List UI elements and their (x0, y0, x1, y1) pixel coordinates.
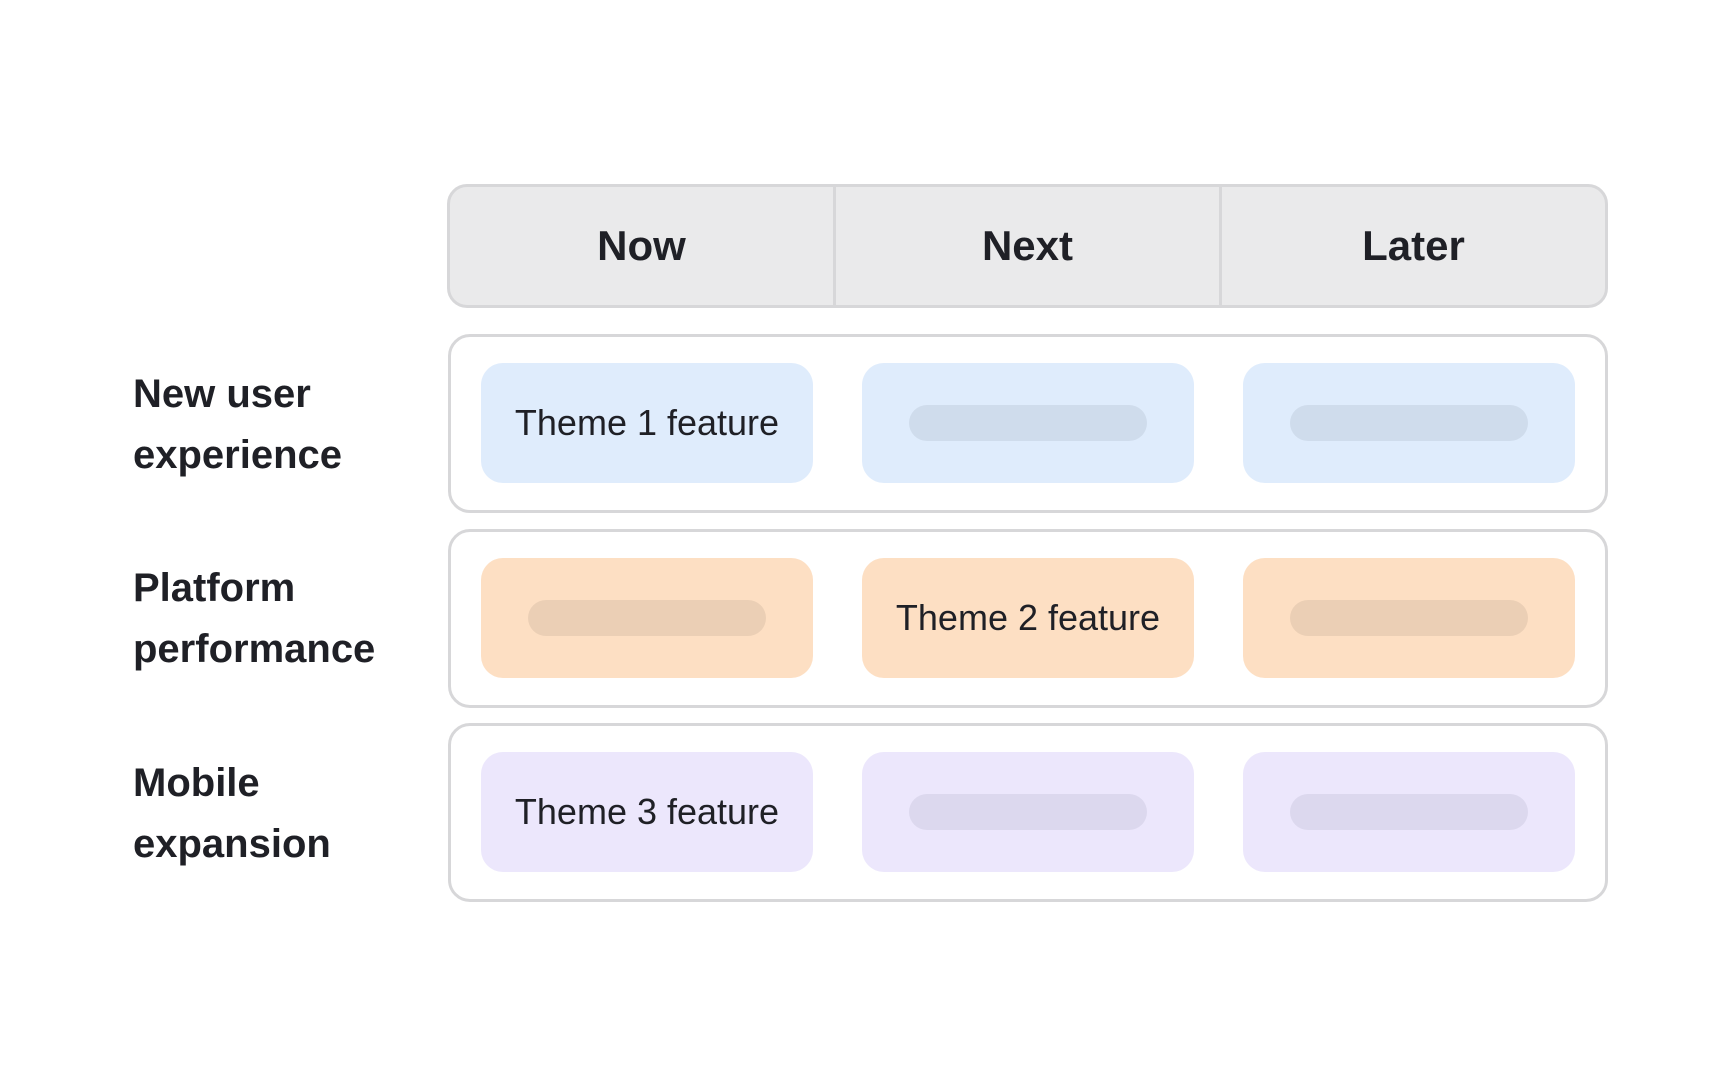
feature-card-next[interactable] (862, 363, 1194, 483)
row-label-line: experience (133, 433, 343, 477)
row-label-platform-performance: Platform performance (133, 558, 375, 680)
placeholder-bar (1290, 600, 1528, 636)
row-label-mobile-expansion: Mobile expansion (133, 753, 331, 875)
column-later: Later (1219, 187, 1605, 305)
placeholder-bar (528, 600, 766, 636)
row-label-line: New user (133, 372, 311, 416)
placeholder-bar (1290, 794, 1528, 830)
row-label-line: Platform (133, 566, 296, 610)
row-mobile-expansion: Theme 3 feature (448, 723, 1608, 902)
placeholder-bar (1290, 405, 1528, 441)
row-label-line: expansion (133, 822, 331, 866)
placeholder-bar (909, 405, 1147, 441)
column-header: Now Next Later (447, 184, 1608, 308)
column-next: Next (833, 187, 1219, 305)
row-platform-performance: Theme 2 feature (448, 529, 1608, 708)
feature-card-next[interactable]: Theme 2 feature (862, 558, 1194, 678)
row-label-new-user-experience: New user experience (133, 364, 342, 486)
column-now: Now (597, 222, 686, 269)
placeholder-bar (909, 794, 1147, 830)
feature-card-later[interactable] (1243, 363, 1575, 483)
feature-card-now[interactable]: Theme 1 feature (481, 363, 813, 483)
feature-card-now[interactable]: Theme 3 feature (481, 752, 813, 872)
row-label-line: Mobile (133, 761, 260, 805)
feature-card-later[interactable] (1243, 558, 1575, 678)
row-new-user-experience: Theme 1 feature (448, 334, 1608, 513)
feature-card-now[interactable] (481, 558, 813, 678)
row-label-line: performance (133, 627, 376, 671)
feature-card-next[interactable] (862, 752, 1194, 872)
feature-card-later[interactable] (1243, 752, 1575, 872)
